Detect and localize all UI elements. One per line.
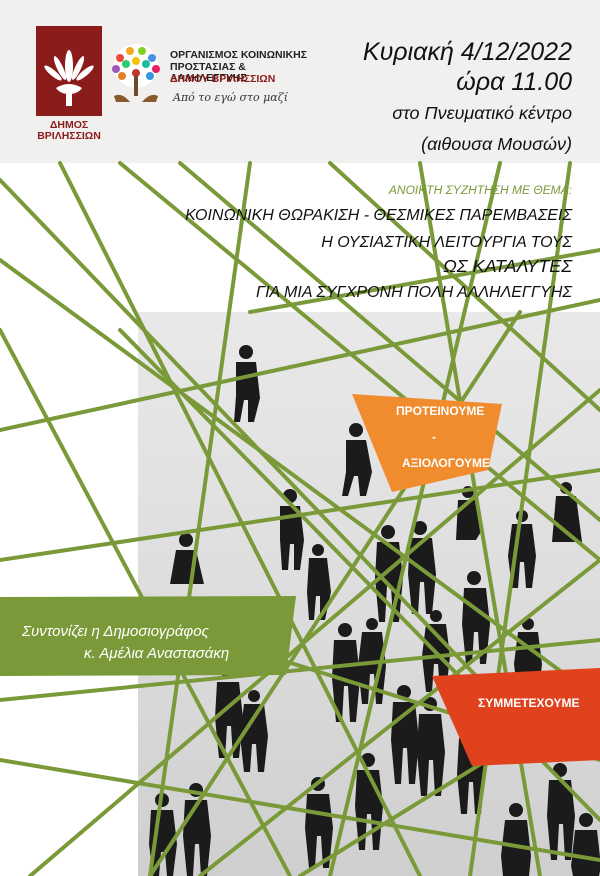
discussion-label: ΑΝΟΙΚΤΗ ΣΥΖΗΤΗΣΗ ΜΕ ΘΕΜΑ:	[388, 183, 572, 197]
municipality-name: ΔΗΜΟΣ ΒΡΙΛΗΣΣΙΩΝ	[37, 119, 101, 142]
person-silhouette	[307, 544, 331, 620]
event-venue: στο Πνευματικό κέντρο	[392, 103, 572, 123]
event-time: ώρα 11.00	[456, 68, 572, 96]
municipality-logo: ΔΗΜΟΣ ΒΡΙΛΗΣΣΙΩΝ	[36, 26, 102, 150]
person-silhouette	[342, 423, 372, 496]
tag-propose: ΠΡΟΤΕΙΝΟΥΜΕ	[396, 404, 485, 418]
org-subtitle: ΔΗΜΟΥ ΒΡΙΛΗΣΣΙΩΝ	[170, 73, 276, 85]
person-silhouette	[547, 763, 575, 860]
tree-of-hands-icon	[112, 44, 160, 102]
person-silhouette	[240, 690, 268, 772]
orange-panel	[352, 394, 502, 492]
moderator-name: κ. Αμέλια Αναστασάκη	[84, 645, 230, 662]
topic-line-4: ΓΙΑ ΜΙΑ ΣΥΓΧΡΟΝΗ ΠΟΛΗ ΑΛΛΗΛΕΓΓΥΗΣ	[255, 284, 572, 301]
person-silhouette	[571, 813, 600, 876]
moderator-role: Συντονίζει η Δημοσιογράφος	[22, 623, 209, 640]
tag-participate: ΣΥΜΜΕΤΕΧΟΥΜΕ	[478, 696, 580, 710]
person-silhouette	[408, 521, 436, 614]
topic-line-1: ΚΟΙΝΩΝΙΚΗ ΘΩΡΑΚΙΣΗ - ΘΕΣΜΙΚΕΣ ΠΑΡΕΜΒΑΣΕΙ…	[185, 207, 572, 224]
event-date: Κυριακή 4/12/2022	[362, 38, 572, 66]
red-panel	[432, 668, 600, 766]
palmette-emblem-icon	[36, 26, 102, 116]
org-slogan: Από το εγώ στο μαζί	[173, 91, 289, 104]
tag-evaluate: ΑΞΙΟΛΟΓΟΥΜΕ	[402, 456, 490, 470]
org-title: ΟΡΓΑΝΙΣΜΟΣ ΚΟΙΝΩΝΙΚΗΣ ΠΡΟΣΤΑΣΙΑΣ & ΑΛΛΗΛ…	[170, 49, 308, 84]
person-silhouette	[462, 571, 490, 664]
event-hall: (αιθουσα Μουσών)	[421, 134, 572, 154]
tag-dash: -	[432, 430, 436, 444]
topic-line-3: ΩΣ ΚΑΤΑΛΥΤΕΣ	[443, 256, 572, 276]
green-panel	[0, 596, 296, 676]
topic-line-2: Η ΟΥΣΙΑΣΤΙΚΗ ΛΕΙΤΟΥΡΓΙΑ ΤΟΥΣ	[321, 234, 572, 251]
